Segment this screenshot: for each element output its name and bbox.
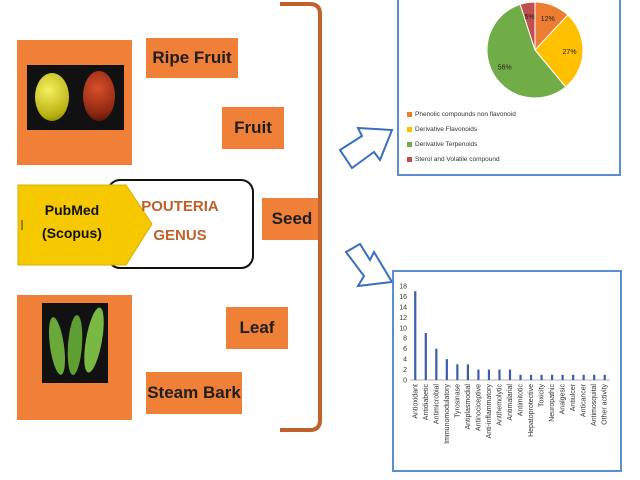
- bar-14: [561, 374, 564, 380]
- x-tick-label-5: Antiplasmodial: [465, 384, 472, 430]
- bar-4: [456, 364, 459, 380]
- pie-chart: 12% 27% 56% 5%: [486, 1, 584, 99]
- y-tick-label-4: 8: [403, 336, 407, 343]
- y-tick-label-6: 12: [399, 315, 407, 322]
- x-tick-label-3: Immunomodulatory: [444, 384, 451, 444]
- bar-3: [445, 359, 448, 380]
- bar-15: [572, 374, 575, 380]
- x-tick-label-14: Analgesic: [560, 384, 567, 415]
- pie-slice-2: [486, 3, 567, 99]
- fruit-label: Fruit: [222, 107, 284, 149]
- x-tick-label-11: Hepatoprotective: [528, 384, 535, 437]
- bar-18: [603, 374, 606, 380]
- leaf-label: Leaf: [226, 307, 288, 349]
- bar-10: [519, 374, 522, 380]
- x-tick-label-7: Anti-inflammatory: [486, 384, 493, 439]
- leaf-3: [80, 306, 108, 374]
- pie-slice-1: [534, 14, 584, 88]
- pie-slice-label-3: 5%: [525, 14, 535, 21]
- leaf-photo: [42, 303, 108, 383]
- genus-line2: GENUS: [153, 227, 206, 244]
- x-tick-label-9: Antimalarial: [507, 384, 514, 421]
- bar-8: [498, 369, 501, 380]
- legend-label-0: Phenolic compounds non flavonoid: [415, 111, 516, 118]
- pie-slice-label-1: 27%: [563, 49, 577, 56]
- grouping-bracket: [280, 2, 322, 432]
- bar-6: [477, 369, 480, 380]
- legend-item-0: Phenolic compounds non flavonoid: [407, 111, 516, 118]
- legend-item-3: Sterol and Volatile compound: [407, 156, 500, 163]
- x-tick-label-16: Anticancer: [581, 383, 588, 417]
- bar-2: [435, 348, 438, 380]
- y-tick-label-2: 4: [403, 357, 407, 364]
- y-tick-label-5: 10: [399, 325, 407, 332]
- x-tick-label-2: Antimicrobial: [433, 384, 440, 425]
- arrow-to-bar: [344, 242, 394, 288]
- bar-9: [508, 369, 512, 380]
- source-line2: (Scopus): [42, 225, 102, 241]
- ripe-fruit-label: Ripe Fruit: [146, 38, 238, 78]
- source-line1: PubMed: [45, 202, 99, 218]
- steam-bark-label: Steam Bark: [146, 372, 242, 414]
- bar-12: [540, 374, 543, 380]
- pie-slice-label-2: 56%: [498, 65, 512, 72]
- x-tick-label-6: Antinociceptive: [475, 384, 482, 431]
- bar-16: [582, 374, 585, 380]
- bar-0: [414, 291, 417, 380]
- seed-label: Seed: [262, 198, 322, 240]
- x-tick-label-0: Antioxidant: [412, 384, 419, 419]
- bar-13: [551, 374, 554, 380]
- arrow-to-pie: [338, 126, 394, 170]
- x-tick-label-18: Other activity: [602, 384, 609, 425]
- legend-label-2: Derivative Terpenoids: [415, 141, 478, 148]
- yellow-fruit: [35, 73, 69, 121]
- legend-swatch-0: [407, 112, 412, 117]
- genus-line1: POUTERIA: [141, 198, 219, 215]
- pie-slice-label-0: 12%: [541, 16, 555, 23]
- x-tick-label-15: Antiulcer: [570, 383, 577, 411]
- x-tick-label-13: Neuropathic: [549, 384, 556, 422]
- y-tick-label-1: 2: [403, 367, 407, 374]
- leaf-1: [46, 316, 68, 376]
- y-tick-label-7: 14: [399, 304, 407, 311]
- legend-swatch-3: [407, 157, 412, 162]
- y-tick-label-9: 18: [399, 284, 407, 291]
- red-fruit: [83, 71, 115, 121]
- legend-label-1: Derivative Flavonoids: [415, 126, 478, 133]
- y-tick-label-0: 0: [403, 378, 407, 385]
- x-tick-label-10: Antimitotic: [518, 384, 525, 417]
- bar-11: [529, 374, 533, 380]
- legend-item-1: Derivative Flavonoids: [407, 126, 477, 133]
- bar-1: [424, 333, 427, 380]
- bar-17: [593, 374, 596, 380]
- x-tick-label-1: Antidiabetic: [423, 384, 430, 421]
- x-tick-label-4: Tyrosinase: [454, 384, 461, 418]
- bar-7: [487, 369, 491, 380]
- genus-diagram: PubMed (Scopus) POUTERIA GENUS: [17, 179, 254, 269]
- fruit-photo: [27, 65, 124, 130]
- y-tick-label-3: 6: [403, 346, 407, 353]
- legend-label-3: Sterol and Volatile compound: [415, 156, 500, 163]
- legend-swatch-2: [407, 142, 412, 147]
- legend-item-2: Derivative Terpenoids: [407, 141, 477, 148]
- source-tag: [17, 184, 153, 266]
- x-tick-label-12: Toxicity: [539, 384, 546, 407]
- ripe-fruit-photo-box: [17, 40, 132, 165]
- leaf-photo-box: [17, 295, 132, 420]
- leaf-2: [65, 314, 85, 376]
- pie-slice-3: [519, 1, 536, 51]
- x-tick-label-17: Antimosquital: [591, 384, 598, 426]
- x-tick-label-8: Antihemolytic: [496, 384, 503, 426]
- pie-chart-panel: 12% 27% 56% 5% Phenolic compounds non flavo…: [397, 0, 621, 176]
- y-tick-label-8: 16: [399, 294, 407, 301]
- bar-5: [466, 364, 469, 380]
- legend-swatch-1: [407, 127, 412, 132]
